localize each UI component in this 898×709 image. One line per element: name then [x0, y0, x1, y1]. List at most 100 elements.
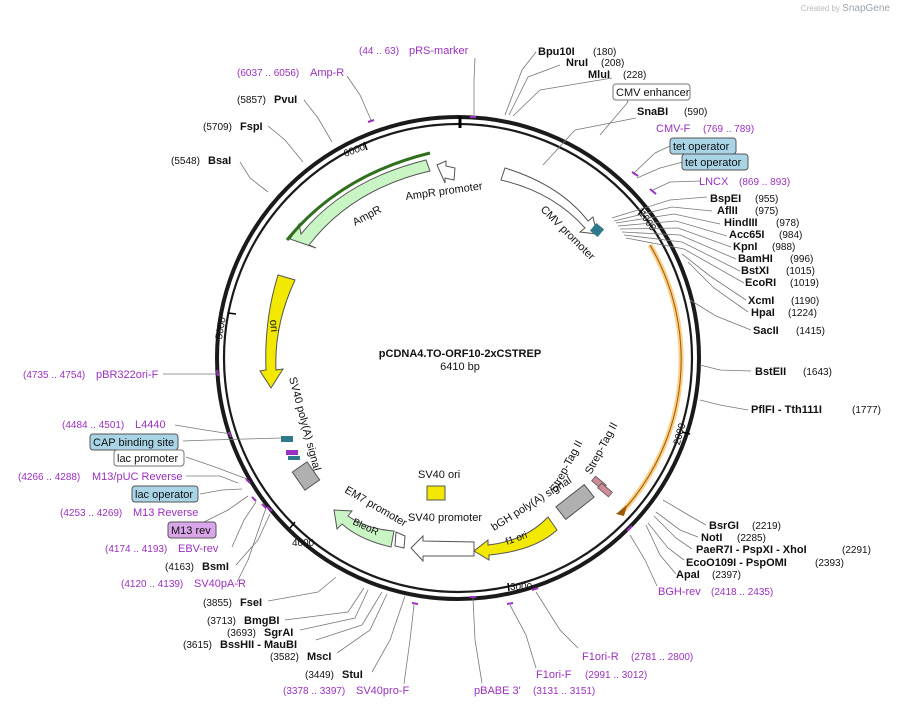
primer-pbr322ori-f[interactable]: pBR322ori-F	[96, 369, 159, 381]
enzyme-bsshii-maubi[interactable]: BssHII - MauBI	[220, 639, 297, 651]
svg-text:(2418 .. 2435): (2418 .. 2435)	[711, 587, 773, 598]
enzyme-kpni[interactable]: KpnI	[733, 241, 757, 253]
primer-f1ori-f[interactable]: F1ori-F	[536, 669, 572, 681]
primer-m13-reverse[interactable]: M13 Reverse	[133, 507, 198, 519]
leader-lines	[163, 51, 752, 685]
enzyme-paer7i-pspxi-xhoi[interactable]: PaeR7I - PspXI - XhoI	[696, 544, 807, 556]
enzyme-bsrgi[interactable]: BsrGI	[709, 520, 739, 532]
primer-sv40pa-r[interactable]: SV40pA-R	[194, 578, 246, 590]
primer-cmv-f[interactable]: CMV-F	[656, 123, 691, 135]
lac-operator-label[interactable]: lac operator	[135, 489, 193, 501]
enzyme-bstxi[interactable]: BstXI	[741, 265, 769, 277]
enzyme-pvui[interactable]: PvuI	[274, 94, 297, 106]
svg-text:(2781 .. 2800): (2781 .. 2800)	[631, 652, 693, 663]
brand-name: SnapGene	[842, 3, 890, 14]
primer-l4440[interactable]: L4440	[135, 419, 166, 431]
enzyme-noti[interactable]: NotI	[701, 532, 722, 544]
enzyme-hindiii[interactable]: HindIII	[724, 217, 758, 229]
cmv-enhancer-label[interactable]: CMV enhancer	[616, 87, 690, 99]
ampr-promoter-feature[interactable]	[436, 160, 456, 184]
svg-text:(3615): (3615)	[183, 640, 212, 651]
enzyme-fspi[interactable]: FspI	[240, 121, 263, 133]
sv40-promoter-feature[interactable]	[410, 534, 475, 563]
primer-f1ori-r[interactable]: F1ori-R	[582, 651, 619, 663]
svg-text:(3378 .. 3397): (3378 .. 3397)	[283, 686, 345, 697]
enzyme-sacii[interactable]: SacII	[753, 325, 779, 337]
svg-text:(5548): (5548)	[171, 156, 200, 167]
ori-label: ori	[267, 319, 280, 332]
enzyme-hpai[interactable]: HpaI	[751, 307, 775, 319]
sv40-ori-feature[interactable]	[426, 485, 446, 501]
svg-text:(3713): (3713)	[207, 616, 236, 627]
svg-text:(2393): (2393)	[815, 558, 844, 569]
svg-text:(4253 .. 4269): (4253 .. 4269)	[60, 508, 122, 519]
svg-text:(4174 .. 4193): (4174 .. 4193)	[105, 544, 167, 555]
enzyme-bsai[interactable]: BsaI	[208, 155, 231, 167]
lac-marker	[286, 450, 298, 455]
enzyme-nrui[interactable]: NruI	[566, 57, 588, 69]
enzyme-fsei[interactable]: FseI	[240, 597, 262, 609]
primer-pbabe-3[interactable]: pBABE 3'	[474, 685, 521, 697]
primer-bgh-rev[interactable]: BGH-rev	[658, 586, 701, 598]
enzyme-acc65i[interactable]: Acc65I	[729, 229, 764, 241]
sv40-promoter-label: SV40 promoter	[408, 512, 482, 524]
tet-operator-marker	[589, 222, 605, 238]
svg-text:(180): (180)	[593, 47, 616, 58]
cmv-promoter-feature[interactable]	[500, 167, 598, 235]
svg-text:(978): (978)	[776, 218, 799, 229]
enzyme-xcmi[interactable]: XcmI	[748, 295, 774, 307]
brand-prefix: Created by	[800, 4, 840, 13]
tet-operator-2-label[interactable]: tet operator	[685, 157, 742, 169]
svg-text:(1643): (1643)	[803, 367, 832, 378]
enzyme-msci[interactable]: MscI	[307, 651, 331, 663]
enzyme-ecori[interactable]: EcoRI	[745, 277, 776, 289]
tet-operator-1-label[interactable]: tet operator	[673, 141, 730, 153]
enzyme-mlui[interactable]: MluI	[588, 69, 610, 81]
primer-lncx[interactable]: LNCX	[699, 176, 729, 188]
enzyme-sgrai[interactable]: SgrAI	[264, 627, 293, 639]
primer-ebv-rev[interactable]: EBV-rev	[178, 543, 219, 555]
enzyme-bpu10i[interactable]: Bpu10I	[538, 46, 575, 58]
enzyme-stui[interactable]: StuI	[342, 669, 363, 681]
cap-binding-site-label[interactable]: CAP binding site	[93, 437, 174, 449]
enzyme-bsmi[interactable]: BsmI	[202, 561, 229, 573]
enzyme-aflii[interactable]: AflII	[717, 205, 738, 217]
primer-amp-r[interactable]: Amp-R	[310, 67, 344, 79]
sv40-polya-feature[interactable]	[291, 461, 321, 491]
m13-rev-label[interactable]: M13 rev	[171, 525, 211, 537]
plasmid-length: 6410 bp	[440, 361, 480, 373]
enzyme-bspei[interactable]: BspEI	[710, 193, 741, 205]
bleor-feature[interactable]	[333, 509, 395, 548]
enzyme-bsteii[interactable]: BstEII	[755, 366, 786, 378]
enzyme-apai[interactable]: ApaI	[676, 569, 700, 581]
enzyme-pflfi-tth111i[interactable]: PflFI - Tth111I	[751, 404, 822, 416]
ampr-label: AmpR	[351, 204, 384, 229]
ori-feature[interactable]	[259, 274, 296, 389]
tick-4000: 4000	[292, 538, 315, 549]
plasmid-name: pCDNA4.TO-ORF10-2xCSTREP	[379, 348, 541, 360]
svg-text:(4735 .. 4754): (4735 .. 4754)	[23, 370, 85, 381]
svg-text:(3131 .. 3151): (3131 .. 3151)	[533, 686, 595, 697]
svg-text:(2219): (2219)	[752, 521, 781, 532]
backbone-outer	[215, 115, 701, 601]
svg-text:(44 .. 63): (44 .. 63)	[359, 46, 399, 57]
svg-text:(984): (984)	[779, 230, 802, 241]
f1-ori-feature[interactable]	[473, 516, 558, 561]
primer-labels: (44 .. 63) pRS-marker (6037 .. 6056) Amp…	[18, 45, 790, 697]
primer-sv40pro-f[interactable]: SV40pro-F	[356, 685, 409, 697]
enzyme-labels: Bpu10I (180) NruI (208) MluI (228) SnaBI…	[165, 46, 881, 681]
enzyme-ecoo109i-pspomi[interactable]: EcoO109I - PspOMI	[686, 557, 787, 569]
svg-text:(4266 .. 4288): (4266 .. 4288)	[18, 472, 80, 483]
svg-text:(2991 .. 3012): (2991 .. 3012)	[585, 670, 647, 681]
strep-tag-2[interactable]	[597, 482, 613, 498]
enzyme-snabi[interactable]: SnaBI	[637, 106, 668, 118]
primer-prs-marker[interactable]: pRS-marker	[409, 45, 469, 57]
bgh-polya-feature[interactable]	[555, 483, 595, 521]
enzyme-bmgbi[interactable]: BmgBI	[244, 615, 279, 627]
enzyme-bamhi[interactable]: BamHI	[738, 253, 773, 265]
ampr-feature[interactable]	[289, 159, 431, 249]
lac-promoter-label[interactable]: lac promoter	[117, 453, 178, 465]
tick-5000: 5000	[214, 316, 229, 340]
primer-m13-puc-reverse[interactable]: M13/pUC Reverse	[92, 471, 182, 483]
svg-text:(2291): (2291)	[842, 545, 871, 556]
